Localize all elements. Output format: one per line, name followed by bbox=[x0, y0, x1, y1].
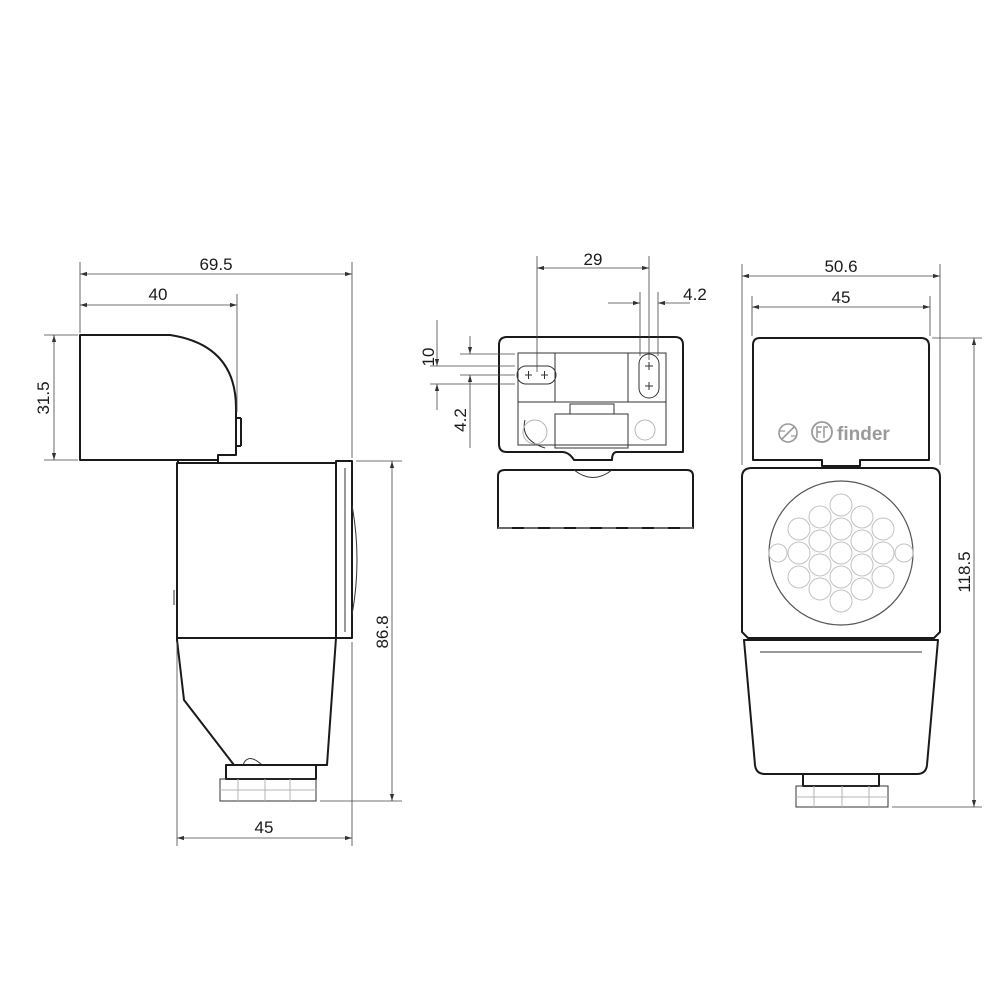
svg-text:40: 40 bbox=[149, 285, 168, 304]
side-cable-gland bbox=[219, 764, 317, 802]
svg-text:50.6: 50.6 bbox=[824, 257, 857, 276]
top-view: 29 4.2 10 4.2 bbox=[419, 250, 707, 529]
svg-text:86.8: 86.8 bbox=[373, 615, 392, 648]
svg-text:45: 45 bbox=[832, 288, 851, 307]
svg-text:29: 29 bbox=[584, 250, 603, 269]
side-head bbox=[79, 334, 237, 461]
front-dim-45: 45 bbox=[751, 288, 931, 336]
side-dim-40: 40 bbox=[80, 285, 238, 412]
adjust-screw-icon bbox=[778, 423, 798, 443]
side-dim-86-8: 86.8 bbox=[320, 460, 402, 802]
front-dim-50-6: 50.6 bbox=[741, 257, 941, 465]
side-body bbox=[176, 462, 337, 639]
svg-text:4.2: 4.2 bbox=[683, 285, 707, 304]
sensor-lens bbox=[768, 480, 914, 626]
side-view: 69.5 40 31.5 86.8 45 bbox=[34, 255, 402, 846]
horizontal-slot bbox=[516, 365, 557, 385]
svg-text:10: 10 bbox=[419, 348, 438, 367]
front-dim-118-5: 118.5 bbox=[892, 337, 982, 808]
svg-text:118.5: 118.5 bbox=[955, 551, 974, 592]
front-lower bbox=[743, 639, 939, 775]
finder-logo-icon bbox=[811, 421, 833, 443]
svg-text:45: 45 bbox=[255, 818, 274, 837]
side-dim-45: 45 bbox=[176, 642, 353, 846]
top-dim-4-2-vertical: 4.2 bbox=[451, 336, 515, 448]
front-view: finder bbox=[741, 257, 982, 808]
brand-name: finder bbox=[837, 424, 890, 445]
svg-text:4.2: 4.2 bbox=[451, 408, 470, 432]
top-dim-29: 29 bbox=[536, 250, 650, 372]
svg-text:69.5: 69.5 bbox=[199, 255, 232, 274]
top-dim-4-2-horizontal: 4.2 bbox=[608, 285, 707, 356]
top-housing bbox=[497, 469, 694, 529]
side-flange bbox=[335, 460, 353, 639]
top-dim-10: 10 bbox=[419, 320, 515, 410]
side-lower bbox=[176, 637, 337, 766]
front-cable-gland bbox=[795, 773, 889, 808]
top-plate bbox=[498, 336, 684, 461]
side-dim-31-5: 31.5 bbox=[34, 334, 78, 461]
front-head bbox=[752, 337, 930, 467]
side-dim-69-5: 69.5 bbox=[79, 255, 353, 458]
svg-text:31.5: 31.5 bbox=[34, 381, 53, 414]
